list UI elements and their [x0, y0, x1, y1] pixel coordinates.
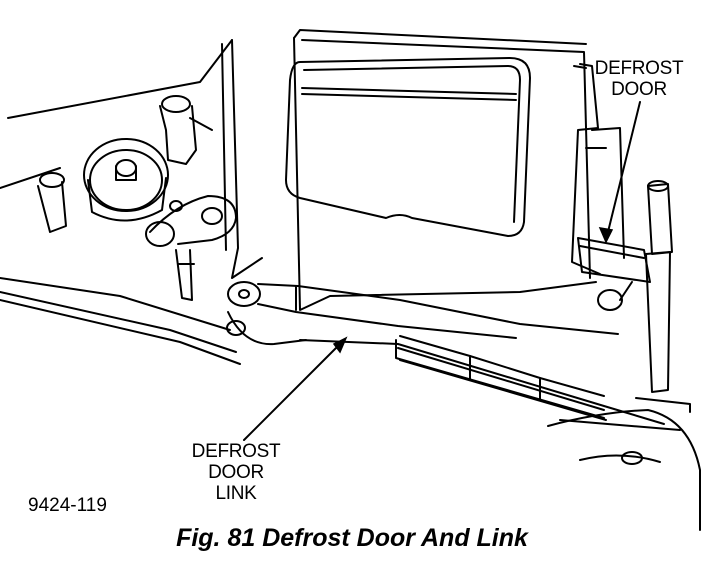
crank-arm [145, 195, 237, 301]
door-link-arrowhead [332, 336, 348, 354]
defrost-door-link-callout-line: DEFROST [191, 441, 281, 462]
housing-panel [293, 29, 597, 311]
defrost-door-link-callout-line: LINK [215, 483, 257, 504]
figure-caption: Fig. 81 Defrost Door And Link [176, 524, 528, 552]
callout-leaders [243, 101, 641, 441]
defrost-door-callout-line: DOOR [611, 79, 667, 100]
defrost-door-callout: DEFROST DOOR [583, 58, 695, 100]
defrost-door-link-callout-line: DOOR [208, 462, 264, 483]
hand-outline [547, 409, 701, 531]
defrost-door-arrowhead [598, 227, 614, 244]
defrost-door-link [226, 281, 619, 346]
figure-number: 9424-119 [28, 495, 107, 516]
mounting-standoffs [37, 95, 213, 233]
lower-trim-strip [299, 335, 681, 431]
actuator-gear [83, 138, 169, 222]
defrost-door-callout-line: DEFROST [594, 58, 684, 79]
housing-outline [0, 39, 263, 365]
defrost-door-link-callout: DEFROST DOOR LINK [180, 441, 292, 504]
defrost-door [577, 180, 691, 413]
duct-wall [571, 63, 625, 275]
housing-window [285, 57, 531, 237]
